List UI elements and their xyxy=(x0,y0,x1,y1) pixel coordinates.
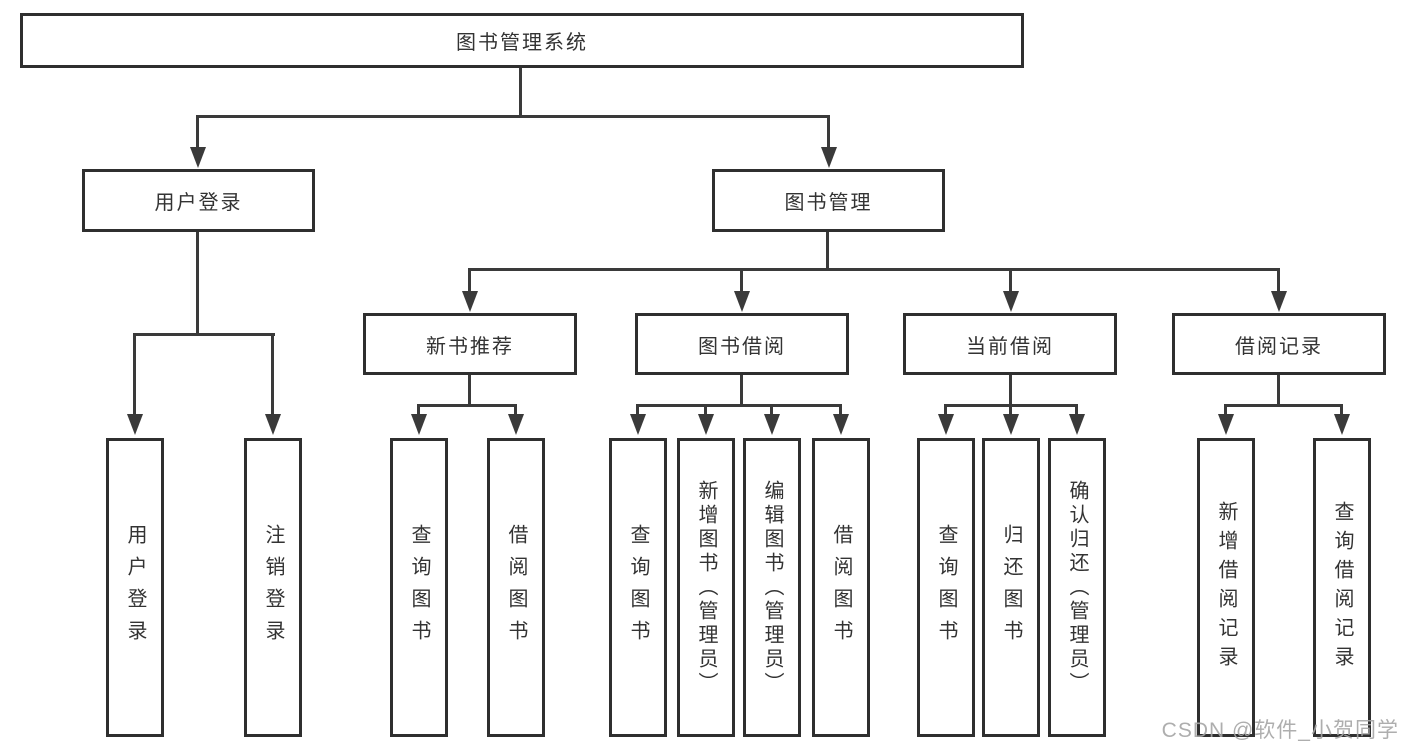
connector-line xyxy=(1009,404,1012,417)
connector-line xyxy=(636,404,842,407)
node-book-borrow-label: 图书借阅 xyxy=(698,335,786,358)
leaf-query-book-current-label: 查询图书 xyxy=(935,523,957,652)
leaf-confirm-return-admin: 确认归还（管理员） xyxy=(1048,438,1106,737)
node-library-system: 图书管理系统 xyxy=(20,13,1024,68)
arrow-head xyxy=(190,147,206,168)
leaf-edit-book-admin: 编辑图书（管理员） xyxy=(743,438,801,737)
arrow-head xyxy=(411,414,427,435)
leaf-borrow-book-label: 借阅图书 xyxy=(830,523,852,652)
connector-line xyxy=(740,268,743,295)
arrow-head xyxy=(698,414,714,435)
node-book-borrow: 图书借阅 xyxy=(635,313,849,375)
leaf-borrow-book-recommend: 借阅图书 xyxy=(487,438,545,737)
connector-line xyxy=(740,375,743,407)
arrow-head xyxy=(938,414,954,435)
leaf-borrow-book-recommend-label: 借阅图书 xyxy=(505,523,527,652)
leaf-confirm-return-admin-label: 确认归还（管理员） xyxy=(1066,479,1088,696)
node-library-system-label: 图书管理系统 xyxy=(456,32,588,54)
leaf-query-book-borrow-label: 查询图书 xyxy=(627,523,649,652)
connector-line xyxy=(826,232,829,271)
connector-line xyxy=(468,375,471,407)
connector-line xyxy=(1009,375,1012,407)
connector-line xyxy=(417,404,420,417)
arrow-head xyxy=(127,414,143,435)
connector-line xyxy=(417,404,517,407)
leaf-return-book: 归还图书 xyxy=(982,438,1040,737)
leaf-query-book-recommend-label: 查询图书 xyxy=(408,523,430,652)
node-new-book-recommend: 新书推荐 xyxy=(363,313,577,375)
connector-line xyxy=(196,232,199,336)
connector-line xyxy=(1340,404,1343,417)
connector-line xyxy=(636,404,639,417)
leaf-add-borrow-record-label: 新增借阅记录 xyxy=(1215,500,1237,675)
leaf-query-book-current: 查询图书 xyxy=(917,438,975,737)
connector-line xyxy=(1224,404,1343,407)
node-book-management: 图书管理 xyxy=(712,169,945,232)
leaf-borrow-book: 借阅图书 xyxy=(812,438,870,737)
connector-line xyxy=(196,115,199,149)
arrow-head xyxy=(508,414,524,435)
leaf-query-book-recommend: 查询图书 xyxy=(390,438,448,737)
arrow-head xyxy=(764,414,780,435)
connector-line xyxy=(1277,268,1280,295)
node-current-borrow-label: 当前借阅 xyxy=(966,335,1054,358)
connector-line xyxy=(519,68,522,118)
node-user-login-label: 用户登录 xyxy=(154,192,243,214)
connector-line xyxy=(468,268,1280,271)
leaf-user-login-label: 用户登录 xyxy=(124,523,146,652)
leaf-add-book-admin: 新增图书（管理员） xyxy=(677,438,735,737)
connector-line xyxy=(1075,404,1078,417)
connector-line xyxy=(944,404,947,417)
arrow-head xyxy=(734,291,750,312)
connector-line xyxy=(1009,268,1012,295)
arrow-head xyxy=(1334,414,1350,435)
leaf-add-borrow-record: 新增借阅记录 xyxy=(1197,438,1255,737)
connector-line xyxy=(271,333,274,416)
connector-line xyxy=(133,333,275,336)
connector-line xyxy=(133,333,136,416)
connector-line xyxy=(704,404,707,417)
leaf-query-borrow-record-label: 查询借阅记录 xyxy=(1331,500,1353,675)
node-borrow-records: 借阅记录 xyxy=(1172,313,1386,375)
arrow-head xyxy=(1003,414,1019,435)
arrow-head xyxy=(1069,414,1085,435)
leaf-return-book-label: 归还图书 xyxy=(1000,523,1022,652)
leaf-logout: 注销登录 xyxy=(244,438,302,737)
arrow-head xyxy=(1271,291,1287,312)
leaf-user-login: 用户登录 xyxy=(106,438,164,737)
arrow-head xyxy=(462,291,478,312)
connector-line xyxy=(827,115,830,149)
leaf-edit-book-admin-label: 编辑图书（管理员） xyxy=(761,479,783,696)
arrow-head xyxy=(630,414,646,435)
node-current-borrow: 当前借阅 xyxy=(903,313,1117,375)
connector-line xyxy=(196,115,830,118)
leaf-query-borrow-record: 查询借阅记录 xyxy=(1313,438,1371,737)
leaf-logout-label: 注销登录 xyxy=(262,523,284,652)
leaf-query-book-borrow: 查询图书 xyxy=(609,438,667,737)
leaf-add-book-admin-label: 新增图书（管理员） xyxy=(695,479,717,696)
csdn-watermark: CSDN @软件_小贺同学 xyxy=(1161,719,1399,742)
arrow-head xyxy=(1218,414,1234,435)
node-new-book-recommend-label: 新书推荐 xyxy=(426,335,514,358)
node-borrow-records-label: 借阅记录 xyxy=(1235,335,1323,358)
arrow-head xyxy=(821,147,837,168)
connector-line xyxy=(514,404,517,417)
node-book-management-label: 图书管理 xyxy=(784,192,873,214)
connector-line xyxy=(1224,404,1227,417)
connector-line xyxy=(839,404,842,417)
arrow-head xyxy=(833,414,849,435)
connector-line xyxy=(468,268,471,295)
arrow-head xyxy=(1003,291,1019,312)
arrow-head xyxy=(265,414,281,435)
connector-line xyxy=(1277,375,1280,407)
connector-line xyxy=(770,404,773,417)
node-user-login: 用户登录 xyxy=(82,169,315,232)
